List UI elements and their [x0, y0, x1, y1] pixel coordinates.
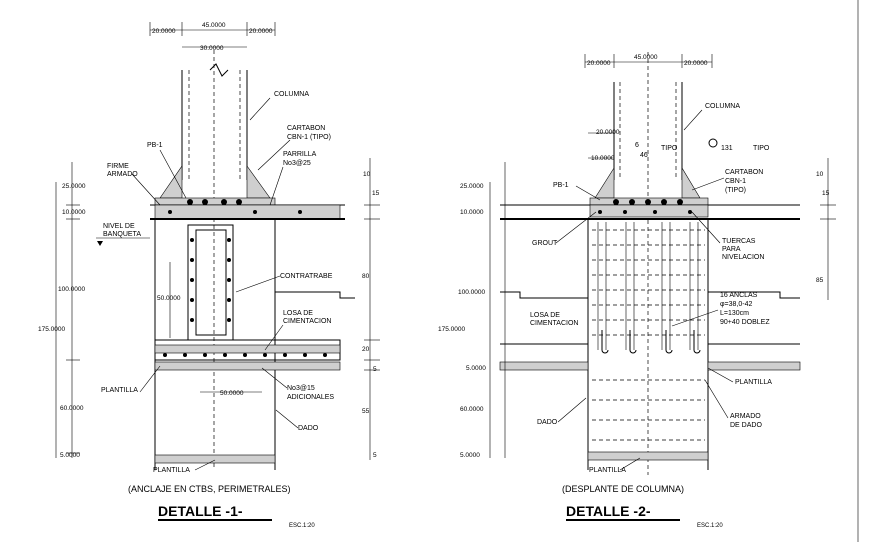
d1-dim-top-4: 30.0000: [200, 45, 224, 52]
d1-caption: (ANCLAJE EN CTBS, PERIMETRALES): [128, 484, 291, 494]
d1-dim-top-2: 45.0000: [202, 22, 226, 29]
d2-label-6: 6: [635, 142, 639, 149]
d2-label-cartabon: CARTABON: [725, 169, 763, 176]
d1-label-cartabon: CARTABON: [287, 125, 325, 132]
d1-label-dado: DADO: [298, 425, 319, 432]
d1-label-armado: ARMADO: [107, 171, 138, 178]
d2-label-cbn-tipo: (TIPO): [725, 187, 746, 194]
d1-label-banqueta: BANQUETA: [103, 231, 141, 238]
d2-label-pb: PB-1: [553, 182, 569, 189]
d2-dim-top-3: 20.0000: [684, 60, 708, 67]
d2-dim-right-3: 85: [816, 277, 824, 284]
d1-label-firme: FIRME: [107, 163, 129, 170]
d2-label-losa: LOSA DE: [530, 312, 560, 319]
d1-dim-right-1: 10: [363, 171, 371, 178]
d1-label-cbn: CBN-1 (TIPO): [287, 134, 331, 141]
d2-dim-right-2: 15: [822, 190, 830, 197]
d2-label-anclas3: L=130cm: [720, 310, 749, 317]
d2-dim-right-1: 10: [816, 171, 824, 178]
d1-dim-inner-2: 50.0000: [220, 390, 244, 397]
d1-dim-left-5: 60.0000: [60, 405, 84, 412]
d1-dim-right-7: 5: [373, 452, 377, 459]
d2-dim-top-4: 20.0000: [596, 129, 620, 136]
d1-label-plantilla: PLANTILLA: [101, 387, 138, 394]
d1-label-nivel: NIVEL DE: [103, 223, 135, 230]
d1-dim-right-6: 55: [362, 408, 370, 415]
d2-label-tuercas: TUERCAS: [722, 238, 756, 245]
d2-label-plantilla2: PLANTILLA: [589, 467, 626, 474]
d1-title: DETALLE -1-: [158, 503, 243, 519]
d1-scale: ESC.1:20: [289, 523, 315, 529]
d1-dim-top-1: 20.0000: [152, 28, 176, 35]
d1-dim-left-1: 25.0000: [62, 183, 86, 190]
d1-label-contratrabe: CONTRATRABE: [280, 273, 333, 280]
d1-dim-left-3: 100.0000: [58, 286, 85, 293]
d2-dim-left-3: 100.0000: [458, 289, 485, 296]
d1-dim-right-5: 5: [373, 366, 377, 373]
d1-label-losa: LOSA DE: [283, 310, 313, 317]
d2-label-tipo2: TIPO: [753, 145, 770, 152]
d2-dim-left-1: 25.0000: [460, 183, 484, 190]
d1-dim-inner-1: 50.0000: [157, 295, 181, 302]
d1-dim-right-4: 20: [362, 346, 370, 353]
detail-2: 20.0000 45.0000 20.0000 20.0000 10.0000: [438, 0, 859, 542]
d2-dim-left-2: 10.0000: [460, 209, 484, 216]
d2-label-plantilla: PLANTILLA: [735, 379, 772, 386]
d2-label-armado: ARMADO: [730, 413, 761, 420]
d2-label-46: 46: [640, 152, 648, 159]
d2-dim-left-5: 5.0000: [466, 365, 486, 372]
d2-dim-left-6: 60.0000: [460, 406, 484, 413]
d2-label-anclas4: 90+40 DOBLEZ: [720, 319, 770, 326]
detail-1: 20.0000 45.0000 20.0000 30.0000: [38, 22, 380, 529]
d1-label-no3: No3@15: [287, 385, 315, 392]
d2-label-tipo: TIPO: [661, 145, 678, 152]
d1-dim-top-3: 20.0000: [249, 28, 273, 35]
d2-label-cimentacion: CIMENTACION: [530, 320, 578, 327]
d2-label-dado: DADO: [537, 419, 558, 426]
d2-dim-left-7: 5.0000: [460, 452, 480, 459]
d1-dim-right-2: 15: [372, 190, 380, 197]
d2-title: DETALLE -2-: [566, 503, 651, 519]
d2-label-anclas1: 16 ANCLAS: [720, 292, 758, 299]
d2-caption: (DESPLANTE DE COLUMNA): [562, 484, 684, 494]
d1-label-pb: PB-1: [147, 142, 163, 149]
d2-dim-top-5: 10.0000: [591, 155, 615, 162]
d2-dim-top-1: 20.0000: [587, 60, 611, 67]
d2-dim-left-4: 175.0000: [438, 326, 465, 333]
d2-label-anclas2: φ=38,0-42: [720, 301, 752, 308]
d1-dim-right-3: 80: [362, 273, 370, 280]
d2-label-131: 131: [721, 145, 733, 152]
d2-label-de-dado: DE DADO: [730, 422, 762, 429]
d1-label-cimentacion: CIMENTACION: [283, 318, 331, 325]
d1-label-columna: COLUMNA: [274, 91, 309, 98]
d1-dim-left-6: 5.0000: [60, 452, 80, 459]
d2-label-columna: COLUMNA: [705, 103, 740, 110]
d1-dim-left-2: 10.0000: [62, 209, 86, 216]
d1-label-parrilla: PARRILLA: [283, 151, 317, 158]
d1-dim-left-4: 175.0000: [38, 326, 65, 333]
d1-label-plantilla2: PLANTILLA: [153, 467, 190, 474]
d1-label-adicionales: ADICIONALES: [287, 394, 334, 401]
d1-label-parrilla-no: No3@25: [283, 160, 311, 167]
d2-label-para: PARA: [722, 246, 741, 253]
d2-label-cbn: CBN-1: [725, 178, 746, 185]
d2-dim-top-2: 45.0000: [634, 54, 658, 61]
d2-label-nivelacion: NIVELACION: [722, 254, 764, 261]
d2-scale: ESC.1:20: [697, 523, 723, 529]
d2-label-grout: GROUT: [532, 240, 558, 247]
